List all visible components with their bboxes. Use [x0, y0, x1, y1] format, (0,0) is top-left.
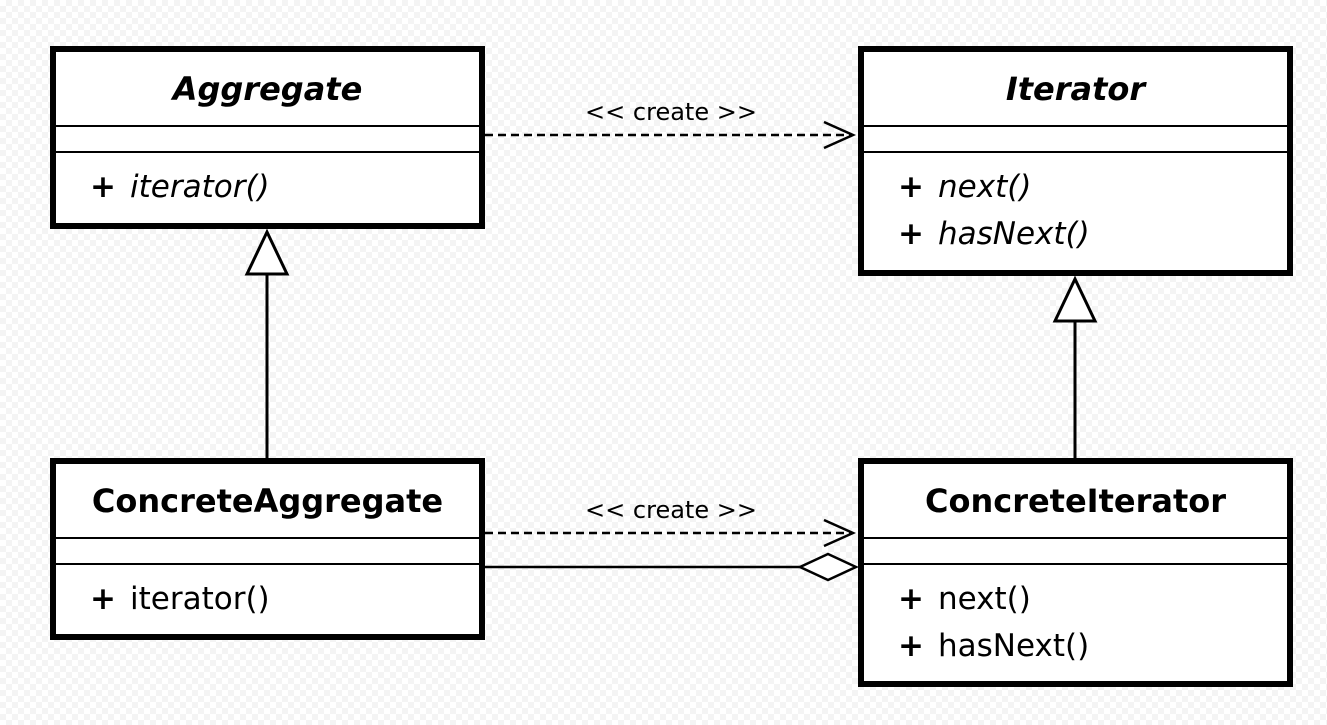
class-name: ConcreteAggregate: [56, 464, 479, 539]
operations-compartment: + next() + hasNext(): [864, 565, 1287, 673]
attributes-compartment: [864, 127, 1287, 153]
visibility-marker: +: [90, 581, 116, 617]
class-aggregate: Aggregate + iterator(): [50, 46, 485, 229]
visibility-marker: +: [898, 216, 924, 252]
class-name: Iterator: [864, 52, 1287, 127]
generalization-arrowhead-aggregate: [244, 228, 290, 276]
class-iterator: Iterator + next() + hasNext(): [858, 46, 1293, 276]
visibility-marker: +: [90, 169, 116, 205]
class-concrete-iterator: ConcreteIterator + next() + hasNext(): [858, 458, 1293, 687]
operation-name: next(): [938, 169, 1032, 205]
operations-compartment: + next() + hasNext(): [864, 153, 1287, 261]
operation: + next(): [898, 167, 1287, 214]
visibility-marker: +: [898, 628, 924, 664]
class-concrete-aggregate: ConcreteAggregate + iterator(): [50, 458, 485, 640]
operation: + hasNext(): [898, 626, 1287, 673]
attributes-compartment: [56, 127, 479, 153]
attributes-compartment: [56, 539, 479, 565]
operation-name: iterator(): [130, 581, 270, 617]
operation: + iterator(): [90, 167, 479, 214]
create-label-bottom: << create >>: [585, 496, 757, 524]
operation-name: hasNext(): [938, 216, 1090, 252]
class-name: Aggregate: [56, 52, 479, 127]
operation-name: next(): [938, 581, 1031, 617]
operation: + hasNext(): [898, 214, 1287, 261]
attributes-compartment: [864, 539, 1287, 565]
visibility-marker: +: [898, 169, 924, 205]
operation-name: hasNext(): [938, 628, 1090, 664]
create-label-top: << create >>: [585, 98, 757, 126]
operation: + next(): [898, 579, 1287, 626]
visibility-marker: +: [898, 581, 924, 617]
generalization-arrowhead-iterator: [1052, 275, 1098, 323]
aggregation-diamond: [797, 552, 859, 582]
class-name: ConcreteIterator: [864, 464, 1287, 539]
operations-compartment: + iterator(): [56, 565, 479, 626]
operations-compartment: + iterator(): [56, 153, 479, 214]
operation: + iterator(): [90, 579, 479, 626]
dependency-arrowhead-bottom: [823, 518, 857, 548]
operation-name: iterator(): [130, 169, 270, 205]
dependency-arrowhead-top: [823, 120, 857, 150]
